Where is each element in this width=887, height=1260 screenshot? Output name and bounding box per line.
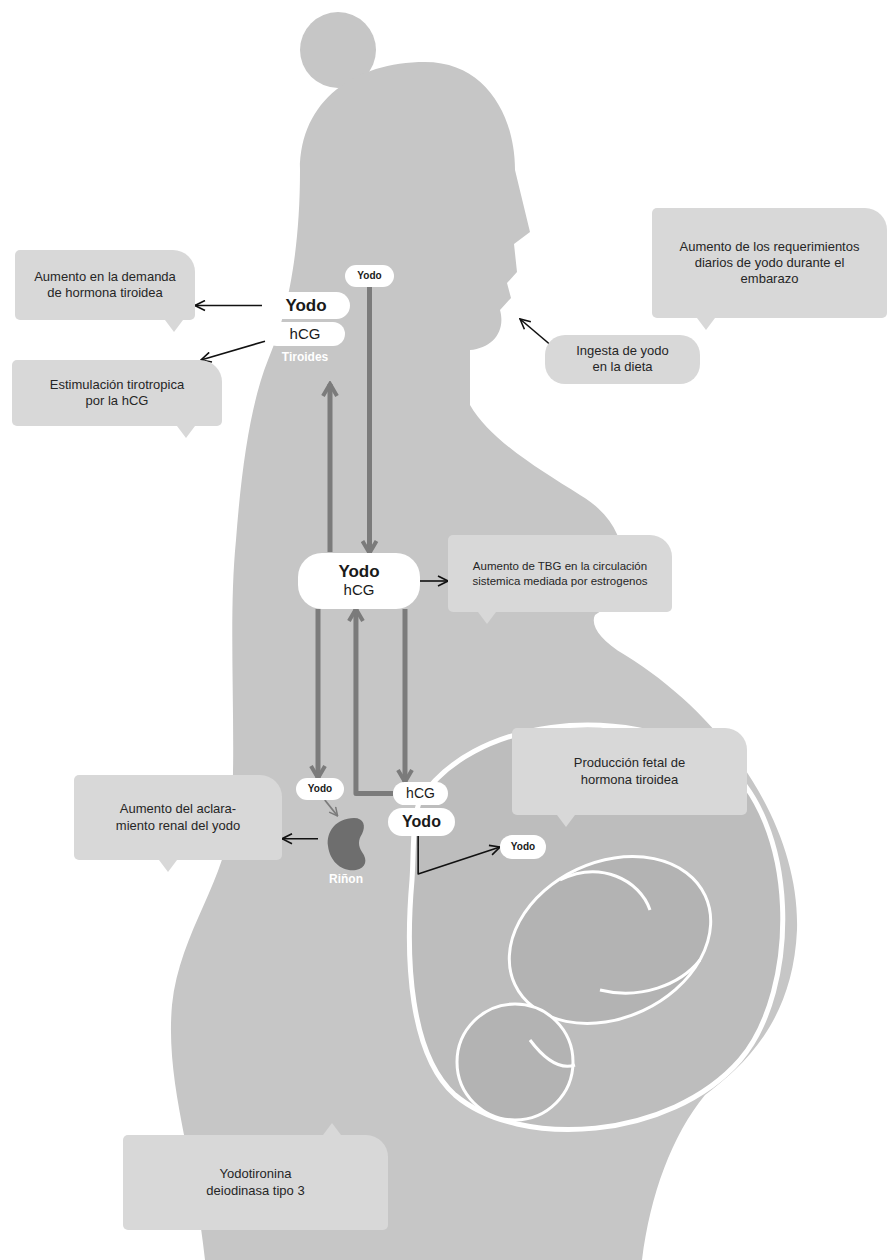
flow-arrow [325,800,338,816]
iodine-pill: Yodo [262,292,350,319]
callout-tail [478,612,496,624]
pill-text: Yodo [402,812,441,832]
callout-box: Aumento de TBG en la circulación sistemi… [448,535,672,612]
kidney-shape [328,818,366,870]
callout-box: Estimulación tirotropica por la hCG [12,360,222,426]
callout-arrow [282,838,318,840]
iodine-pill: hCG [393,782,448,805]
pill-text: hCG [406,785,435,803]
callout-tail [165,320,183,332]
pill-text: Yodo [338,563,379,582]
pill-text: Yodo [285,295,326,316]
callout-tail [177,426,195,438]
callout-box: Aumento de los requerimientos diarios de… [652,208,887,318]
callout-text: Aumento en la demanda de hormona tiroide… [30,269,180,302]
callout-text: Aumento de los requerimientos diarios de… [673,239,866,288]
callout-tail [697,318,715,330]
organ-label: Riñon [329,872,363,887]
kidney-organ: Riñon [318,816,374,887]
flow-arrow [367,287,372,553]
callout-arrow [420,580,448,582]
callout-box: Yodotironina deiodinasa tipo 3 [123,1135,388,1230]
callout-arrow [201,341,265,360]
callout-box: Ingesta de yodo en la dieta [545,335,700,384]
callout-text: Producción fetal de hormona tiroidea [559,755,700,788]
iodine-pill: Yodo [388,808,455,836]
pill-text: hCG [290,325,321,344]
callout-tail [159,860,177,872]
callout-text: Estimulación tirotropica por la hCG [44,377,190,410]
callout-arrow [195,305,262,307]
iodine-pill: Yodo [345,265,394,287]
flow-arrow [328,384,333,552]
callout-arrow [418,836,500,874]
pill-text: Yodo [511,841,535,854]
pill-text: hCG [344,582,375,599]
callout-box: Aumento del aclara- miento renal del yod… [74,775,282,860]
callout-text: Aumento del aclara- miento renal del yod… [108,801,248,834]
uterus [409,725,782,1129]
callout-text: Yodotironina deiodinasa tipo 3 [200,1166,311,1199]
iodine-pill: Yodo [296,778,344,800]
flow-arrow [402,609,407,782]
iodine-pill: YodohCG [298,553,420,609]
callout-box: Aumento en la demanda de hormona tiroide… [15,250,195,320]
callout-tail [557,815,575,827]
fetus-limbs [530,872,700,1066]
kidney-shape [324,816,368,872]
pill-text: Yodo [308,783,332,796]
organ-label: Tiroides [274,350,336,364]
pill-text: Yodo [357,270,381,283]
callout-text: Aumento de TBG en la circulación sistemi… [465,559,655,588]
flow-arrow [316,609,321,778]
iodine-pill: Yodo [500,835,546,859]
callout-text: Ingesta de yodo en la dieta [572,343,673,376]
iodine-pill: hCG [265,322,345,346]
callout-box: Producción fetal de hormona tiroidea [512,728,747,815]
callout-tail [323,1123,341,1135]
flow-arrow [356,609,393,794]
